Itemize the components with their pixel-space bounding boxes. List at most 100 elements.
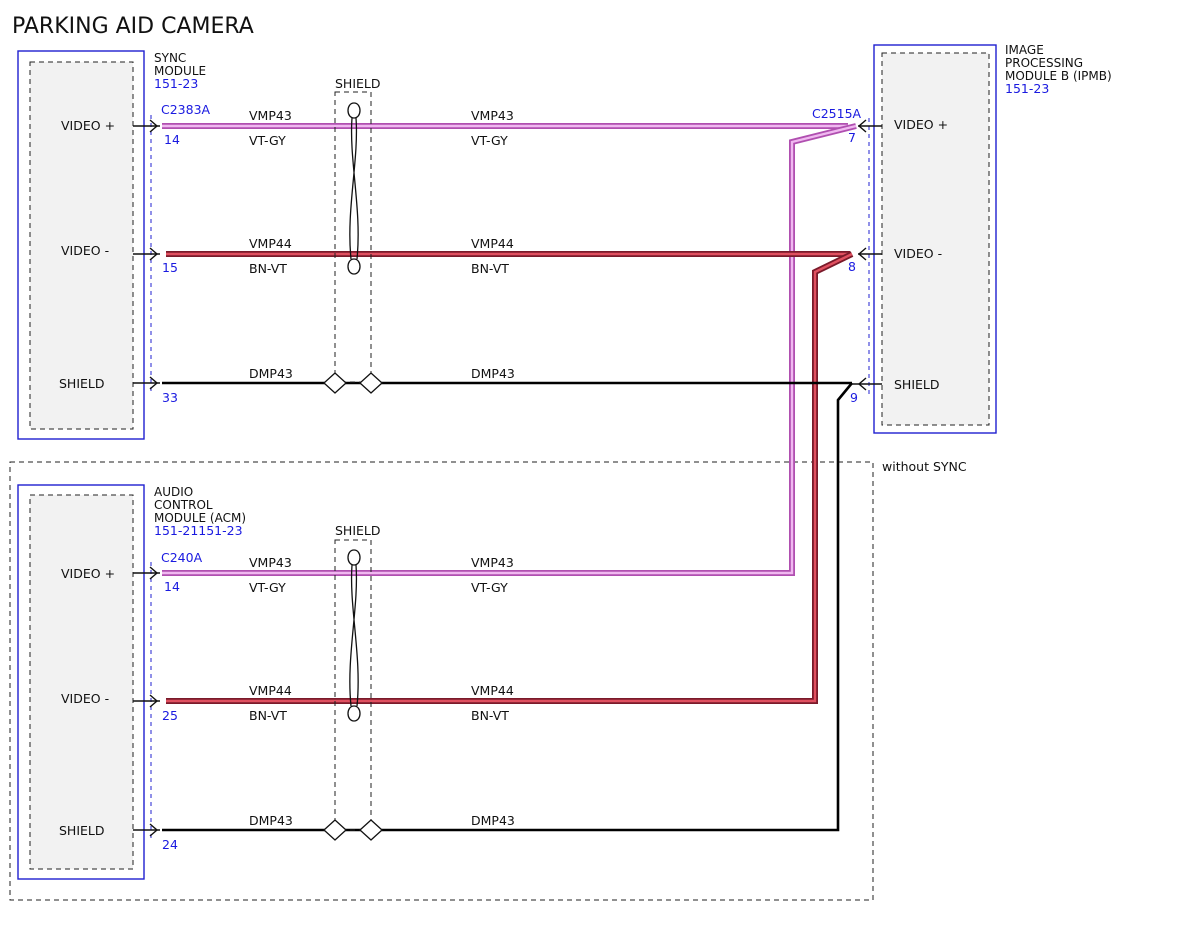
acm-pin-arrow-shield (149, 823, 159, 837)
acm-pin-arrow-video-minus (149, 694, 159, 708)
sync-module-body (29, 61, 134, 430)
ipmb-module-name-line3: MODULE B (IPMB) (1005, 69, 1112, 83)
acm-module-border (17, 484, 145, 880)
twist-line-top (349, 117, 359, 260)
shield-box-top (334, 91, 372, 383)
acm-color-label-bn-vt-right: BN-VT (471, 708, 509, 723)
acm-color-label-bn-vt-left: BN-VT (249, 708, 287, 723)
twist-loop-top-lower (347, 258, 361, 275)
wire-bn-vt-drop-core (166, 252, 853, 703)
shield-label-bottom: SHIELD (335, 523, 381, 538)
acm-circuit-label-dmp43-right: DMP43 (471, 813, 515, 828)
color-label-vt-gy-right: VT-GY (471, 133, 508, 148)
acm-pin-number-video-plus: 14 (164, 579, 180, 594)
acm-module-name-line2: CONTROL (154, 498, 213, 512)
ipmb-pin-arrow-video-minus (857, 247, 867, 261)
ipmb-pin-arrow-shield (857, 377, 867, 391)
twist-loop-bottom-lower (347, 705, 361, 722)
sync-pin-arrow-video-minus (149, 247, 159, 261)
without-sync-label: without SYNC (882, 459, 967, 474)
sync-pin-label-video-minus: VIDEO - (61, 243, 109, 258)
sync-pin-number-video-plus: 14 (164, 132, 180, 147)
shield-group-bottom: SHIELD (323, 523, 383, 841)
acm-pin-arrow-video-plus (149, 566, 159, 580)
wire-vt-gy-drop-core (162, 124, 857, 575)
sync-pin-number-shield: 33 (162, 390, 178, 405)
acm-pin-label-video-minus: VIDEO - (61, 691, 109, 706)
acm-pin-number-shield: 24 (162, 837, 178, 852)
twist-loop-bottom-upper (347, 549, 361, 566)
ipmb-pin-number-video-plus: 7 (848, 130, 856, 145)
sync-pin-label-video-plus: VIDEO + (61, 118, 115, 133)
ipmb-pin-number-video-minus: 8 (848, 259, 856, 274)
twist-loop-top-upper (347, 102, 361, 119)
circuit-label-vmp43-right: VMP43 (471, 108, 514, 123)
acm-module-body (29, 494, 134, 870)
acm-circuit-label-vmp44-left: VMP44 (249, 683, 292, 698)
acm-pin-number-video-minus: 25 (162, 708, 178, 723)
acm-circuit-label-vmp43-left: VMP43 (249, 555, 292, 570)
circuit-label-dmp43-right: DMP43 (471, 366, 515, 381)
ipmb-pin-label-shield: SHIELD (894, 377, 940, 392)
shield-label-top: SHIELD (335, 76, 381, 91)
twist-line-bottom (349, 564, 359, 707)
ipmb-module-name-line2: PROCESSING (1005, 56, 1083, 70)
shield-group-top: SHIELD (323, 76, 383, 394)
wire-shield-drop (162, 382, 854, 832)
ipmb-module-border (873, 44, 997, 434)
sync-module-border (17, 50, 145, 440)
sync-module-ref: 151-23 (154, 76, 198, 91)
color-label-bn-vt-left: BN-VT (249, 261, 287, 276)
sync-module: SYNC MODULE 151-23 C2383A VIDEO + VIDEO … (17, 50, 211, 440)
acm-module-name-line3: MODULE (ACM) (154, 511, 246, 525)
wire-dmp43 (162, 381, 854, 832)
acm-connector-id: C240A (161, 550, 203, 565)
acm-circuit-label-vmp43-right: VMP43 (471, 555, 514, 570)
wire-labels-acm: VMP43 VT-GY VMP43 VT-GY VMP44 BN-VT VMP4… (249, 555, 515, 828)
sync-pin-label-shield: SHIELD (59, 376, 105, 391)
shield-diamond-bottom-left (323, 819, 347, 841)
circuit-label-vmp44-left: VMP44 (249, 236, 292, 251)
sync-module-name-line1: SYNC (154, 51, 186, 65)
acm-module: AUDIO CONTROL MODULE (ACM) 151-21151-23 … (17, 484, 246, 880)
sync-pin-arrow-shield (149, 376, 159, 390)
wire-vt-gy (162, 123, 857, 576)
sync-connector-id: C2383A (161, 102, 211, 117)
ipmb-pin-label-video-minus: VIDEO - (894, 246, 942, 261)
wire-bn-vt-drop (166, 251, 854, 704)
without-sync-zone (9, 461, 874, 901)
ipmb-pin-number-shield: 9 (850, 390, 858, 405)
sync-pin-arrow-video-plus (149, 119, 159, 133)
acm-circuit-label-vmp44-right: VMP44 (471, 683, 514, 698)
ipmb-module-name-line1: IMAGE (1005, 43, 1044, 57)
acm-pin-label-shield: SHIELD (59, 823, 105, 838)
shield-box-bottom (334, 539, 372, 831)
wires (162, 123, 857, 832)
acm-color-label-vt-gy-left: VT-GY (249, 580, 286, 595)
acm-circuit-label-dmp43-left: DMP43 (249, 813, 293, 828)
acm-color-label-vt-gy-right: VT-GY (471, 580, 508, 595)
color-label-vt-gy-left: VT-GY (249, 133, 286, 148)
wire-bn-vt (166, 251, 854, 704)
wire-vt-gy-drop (162, 123, 857, 576)
acm-pin-label-video-plus: VIDEO + (61, 566, 115, 581)
ipmb-module: IMAGE PROCESSING MODULE B (IPMB) 151-23 … (812, 43, 1112, 434)
circuit-label-vmp44-right: VMP44 (471, 236, 514, 251)
acm-module-name-line1: AUDIO (154, 485, 193, 499)
shield-diamond-bottom-right (359, 819, 383, 841)
ipmb-module-body (881, 52, 990, 426)
ipmb-connector-id: C2515A (812, 106, 862, 121)
circuit-label-vmp43-left: VMP43 (249, 108, 292, 123)
wire-labels-sync: VMP43 VT-GY VMP43 VT-GY VMP44 BN-VT VMP4… (249, 108, 515, 381)
sync-module-name-line2: MODULE (154, 64, 206, 78)
ipmb-pin-label-video-plus: VIDEO + (894, 117, 948, 132)
acm-module-ref: 151-21151-23 (154, 523, 243, 538)
ipmb-module-ref: 151-23 (1005, 81, 1049, 96)
sync-pin-number-video-minus: 15 (162, 260, 178, 275)
shield-diamond-top-left (323, 372, 347, 394)
color-label-bn-vt-right: BN-VT (471, 261, 509, 276)
circuit-label-dmp43-left: DMP43 (249, 366, 293, 381)
ipmb-pin-arrow-video-plus (857, 119, 867, 133)
diagram-title: PARKING AID CAMERA (12, 14, 254, 39)
